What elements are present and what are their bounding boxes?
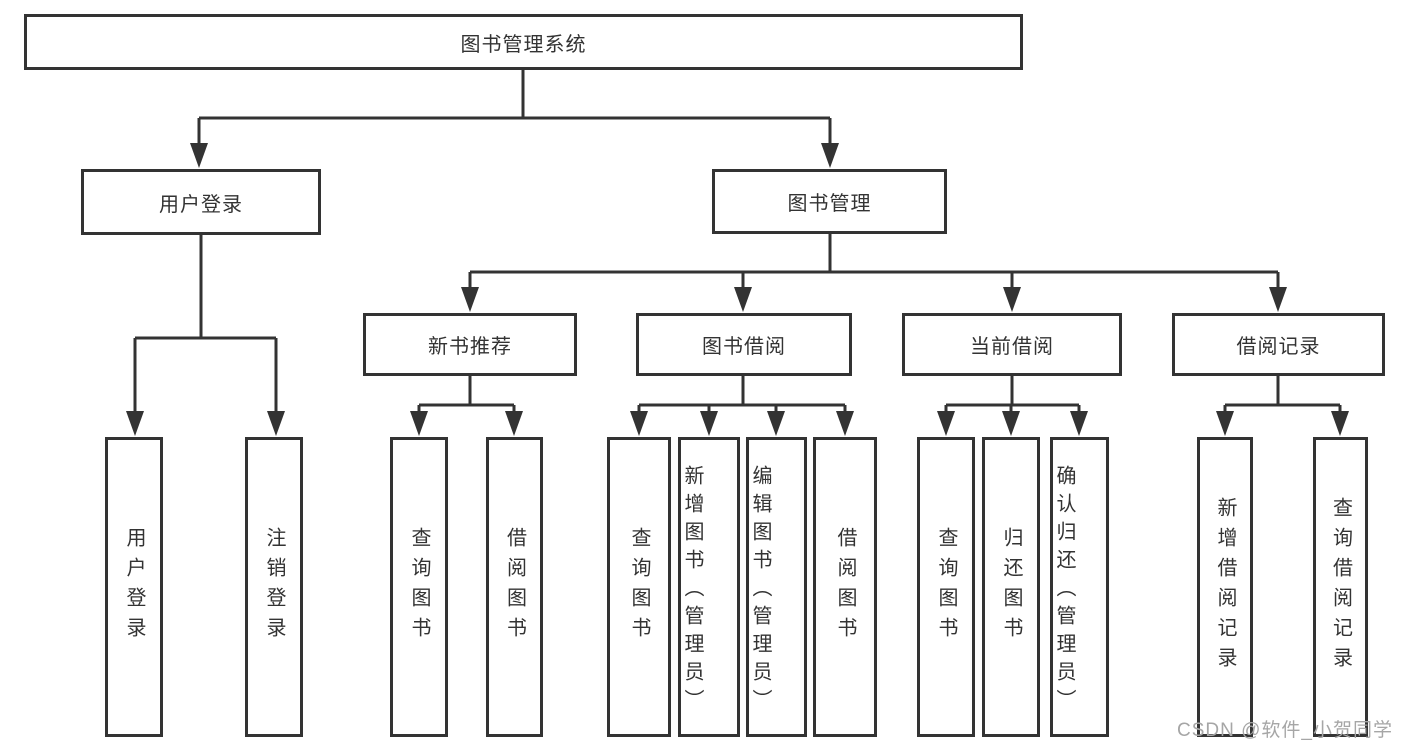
arrowheads — [126, 143, 1349, 436]
node-label: 查询图书 — [628, 527, 650, 647]
node-label: 图书管理 — [787, 193, 872, 215]
node-label: 借阅记录 — [1236, 336, 1321, 358]
arrowhead-down-icon — [267, 411, 285, 436]
node-label: 用户登录 — [159, 193, 243, 216]
arrowhead-down-icon — [505, 411, 523, 436]
arrowhead-down-icon — [1331, 411, 1349, 436]
arrowhead-down-icon — [1269, 287, 1287, 312]
node-label: 归还图书 — [1000, 527, 1022, 647]
node-library-management-system: 图书管理系统 — [24, 14, 1023, 70]
arrowhead-down-icon — [836, 411, 854, 436]
node-label: 查询借阅记录 — [1329, 497, 1352, 677]
node-book-management: 图书管理 — [712, 169, 947, 234]
node-label: 编辑图书（管理员） — [749, 464, 771, 717]
arrowhead-down-icon — [410, 411, 428, 436]
leaf-recommend-borrow-books: 借阅图书 — [486, 437, 543, 737]
arrowhead-down-icon — [461, 287, 479, 312]
leaf-user-login: 用户登录 — [105, 437, 163, 737]
leaf-current-return-books: 归还图书 — [982, 437, 1040, 737]
node-book-borrowing: 图书借阅 — [636, 313, 852, 376]
node-label: 查询图书 — [935, 527, 957, 647]
leaf-records-query-borrow-record: 查询借阅记录 — [1313, 437, 1368, 737]
arrowhead-down-icon — [630, 411, 648, 436]
leaf-borrowing-add-books-admin: 新增图书（管理员） — [678, 437, 740, 737]
node-new-book-recommend: 新书推荐 — [363, 313, 577, 376]
connector-user-login-children — [133, 234, 278, 420]
connector-book-borrowing-children — [637, 376, 847, 419]
leaf-current-confirm-return-admin: 确认归还（管理员） — [1050, 437, 1109, 737]
leaf-borrowing-edit-books-admin: 编辑图书（管理员） — [746, 437, 807, 737]
leaf-records-add-borrow-record: 新增借阅记录 — [1197, 437, 1253, 737]
node-label: 注销登录 — [263, 527, 285, 647]
node-borrow-records: 借阅记录 — [1172, 313, 1385, 376]
leaf-borrowing-borrow-books: 借阅图书 — [813, 437, 877, 737]
arrowhead-down-icon — [1070, 411, 1088, 436]
connector-borrow-records-children — [1223, 376, 1342, 419]
node-current-borrowing: 当前借阅 — [902, 313, 1122, 376]
node-label: 确认归还（管理员） — [1053, 464, 1075, 717]
connector-root-to-level2 — [197, 70, 832, 152]
node-label: 借阅图书 — [834, 527, 856, 647]
node-label: 借阅图书 — [503, 527, 526, 647]
node-label: 图书管理系统 — [460, 33, 587, 56]
node-label: 新增图书（管理员） — [681, 464, 703, 717]
node-label: 图书借阅 — [702, 336, 786, 358]
leaf-current-query-books: 查询图书 — [917, 437, 975, 737]
arrowhead-down-icon — [734, 287, 752, 312]
leaf-recommend-query-books: 查询图书 — [390, 437, 448, 737]
node-label: 用户登录 — [123, 527, 145, 647]
node-label: 查询图书 — [408, 527, 430, 647]
connector-new-book-recommend-children — [417, 376, 516, 419]
leaf-borrowing-query-books: 查询图书 — [607, 437, 671, 737]
arrowhead-down-icon — [1002, 411, 1020, 436]
arrowhead-down-icon — [126, 411, 144, 436]
arrowhead-down-icon — [821, 143, 839, 168]
arrowhead-down-icon — [937, 411, 955, 436]
arrowhead-down-icon — [700, 411, 718, 436]
arrowhead-down-icon — [767, 411, 785, 436]
arrowhead-down-icon — [1003, 287, 1021, 312]
node-user-login: 用户登录 — [81, 169, 321, 235]
node-label: 新增借阅记录 — [1214, 497, 1236, 677]
node-label: 新书推荐 — [428, 336, 512, 358]
arrowhead-down-icon — [1216, 411, 1234, 436]
node-label: 当前借阅 — [970, 336, 1054, 358]
connector-book-management-children — [468, 233, 1280, 296]
arrowhead-down-icon — [190, 143, 208, 168]
leaf-logout: 注销登录 — [245, 437, 303, 737]
csdn-watermark: CSDN @软件_小贺同学 — [1177, 720, 1393, 741]
